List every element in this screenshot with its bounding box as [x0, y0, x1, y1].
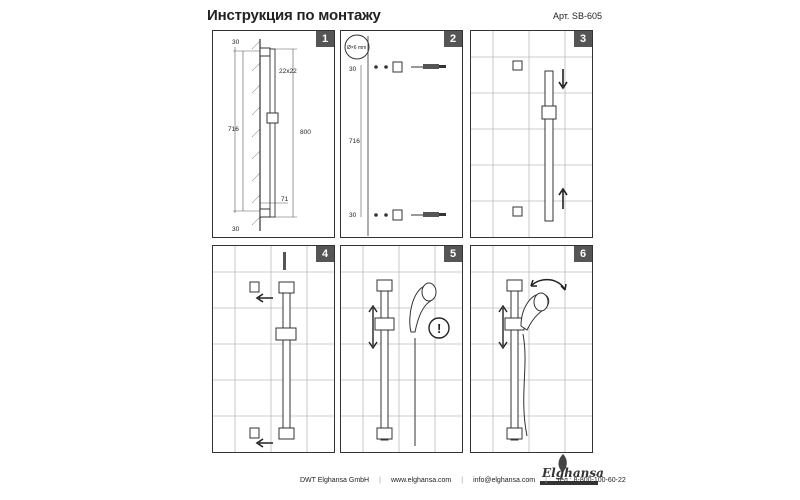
svg-text:!: ! [437, 321, 441, 336]
dim-top: 30 [349, 66, 357, 73]
footer-separator: | [379, 477, 381, 484]
dim-right: 800 [300, 129, 311, 136]
dim-top: 30 [232, 39, 240, 46]
step-number-badge: 1 [316, 31, 334, 47]
step-1-drawing: 30 22x22 716 800 71 30 [228, 39, 311, 233]
dim-mid: 716 [349, 138, 360, 145]
step-3-drawing [471, 31, 592, 237]
dim-bottom: 30 [349, 212, 357, 219]
footer-separator: | [545, 477, 547, 484]
step-2-panel: 2 Ø×6 mm 30 716 30 [340, 30, 463, 238]
step-number-badge: 6 [574, 246, 592, 262]
step-4-drawing [213, 246, 334, 452]
page-title: Инструкция по монтажу [207, 7, 381, 24]
step-number-badge: 5 [444, 246, 462, 262]
step-2-drawing: Ø×6 mm 30 716 30 [344, 34, 446, 236]
dim-bottom: 30 [232, 226, 240, 233]
article-number: Арт. SB-605 [553, 11, 602, 21]
step-number-badge: 2 [444, 31, 462, 47]
footer-website[interactable]: www.elghansa.com [390, 477, 452, 484]
step-6-drawing [471, 246, 592, 452]
footer-separator: | [461, 477, 464, 484]
drill-bubble: Ø×6 mm [347, 45, 366, 51]
footer: DWT Elghansa GmbH | www.elghansa.com | i… [300, 477, 626, 484]
step-number-badge: 4 [316, 246, 334, 262]
step-number-badge: 3 [574, 31, 592, 47]
step-4-panel: 4 [212, 245, 335, 453]
brand-logo: Elghansa [542, 466, 604, 480]
dim-offset: 71 [281, 196, 289, 203]
footer-phone: тел.: 8-800-100-60-22 [556, 477, 626, 484]
dim-profile: 22x22 [279, 68, 297, 75]
brand-logo-bar [540, 481, 598, 485]
footer-company: DWT Elghansa GmbH [300, 477, 370, 484]
step-5-drawing: ! [341, 246, 462, 452]
step-3-panel: 3 [470, 30, 593, 238]
step-1-panel: 1 30 22x22 716 800 [212, 30, 335, 238]
step-5-panel: 5 ! [340, 245, 463, 453]
step-6-panel: 6 [470, 245, 593, 453]
footer-email[interactable]: info@elghansa.com [473, 477, 536, 484]
dim-left: 716 [228, 126, 239, 133]
brand-logo-mark [558, 454, 567, 472]
